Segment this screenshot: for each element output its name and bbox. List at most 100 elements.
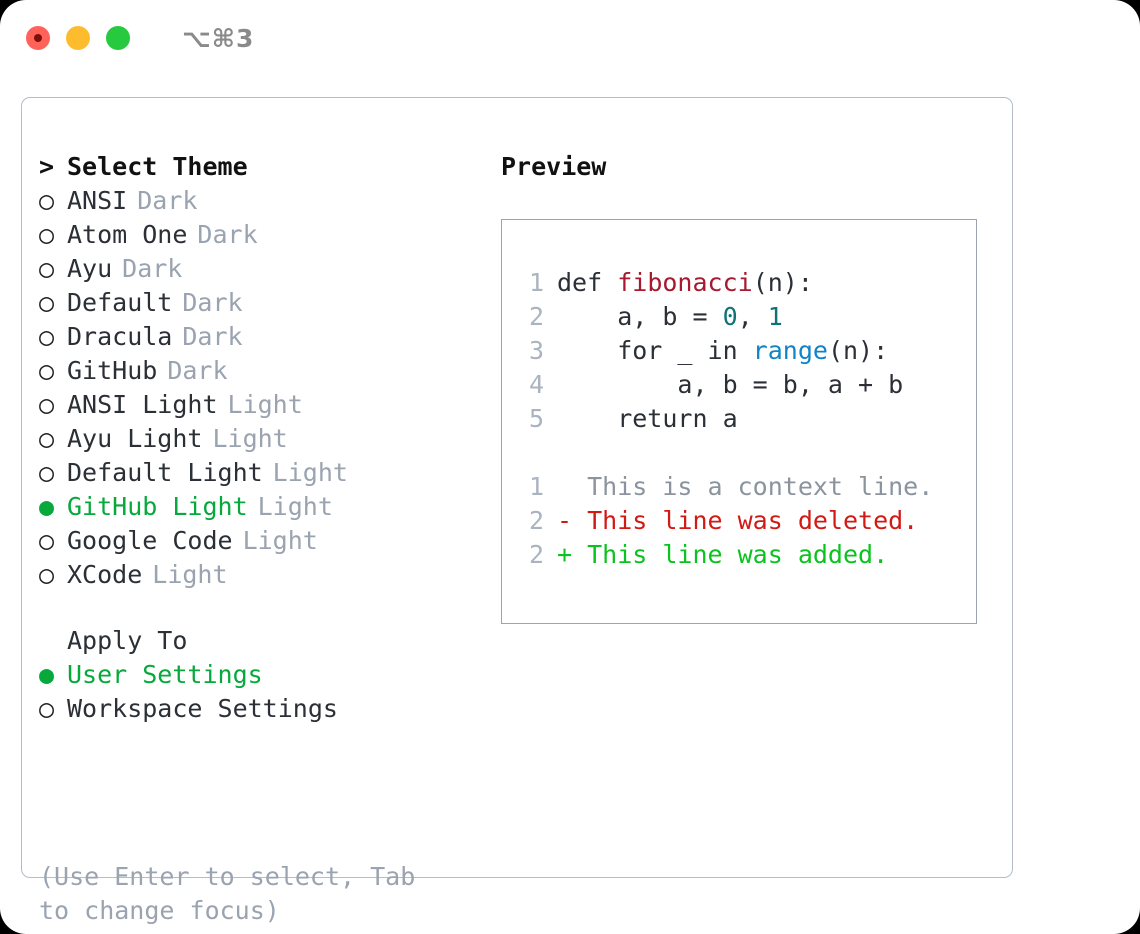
theme-option-label: Default xyxy=(67,288,173,317)
preview-title: Preview xyxy=(501,152,607,181)
caret-icon: > xyxy=(39,152,55,181)
theme-variant-badge: Light xyxy=(242,526,318,555)
code-token-plain: def xyxy=(557,268,618,297)
code-line-text: for _ in range(n): xyxy=(557,334,888,368)
diff-line-text: This line was added. xyxy=(587,540,889,569)
page-title: Select Theme xyxy=(67,152,248,181)
title-bar: ⌥⌘3 xyxy=(0,0,1140,76)
line-number: 5 xyxy=(528,404,544,433)
theme-list-header: > Select Theme xyxy=(39,150,469,184)
window-controls xyxy=(26,26,130,50)
radio-unselected-icon: ○ xyxy=(39,526,55,555)
diff-marker xyxy=(557,470,587,504)
theme-variant-badge: Dark xyxy=(167,356,228,385)
apply-to-label: Apply To xyxy=(67,626,188,655)
diff-line: 2- This line was deleted. xyxy=(514,504,933,538)
line-number: 3 xyxy=(528,336,544,365)
theme-variant-badge: Light xyxy=(212,424,288,453)
theme-option-label: XCode xyxy=(67,560,143,589)
code-token-num: 0 xyxy=(722,302,738,331)
radio-unselected-icon: ○ xyxy=(39,560,55,589)
theme-option-label: Ayu xyxy=(67,254,113,283)
apply-to-option-label: User Settings xyxy=(67,660,263,689)
code-token-plain: for _ in xyxy=(557,336,753,365)
code-line-text: return a xyxy=(557,402,738,436)
theme-variant-badge: Light xyxy=(227,390,303,419)
code-line-text: def fibonacci(n): xyxy=(557,266,813,300)
keyboard-hint: (Use Enter to select, Tab to change focu… xyxy=(39,862,416,925)
code-line: 5 return a xyxy=(514,402,933,436)
theme-option-label: Google Code xyxy=(67,526,233,555)
spacer-icon: ○ xyxy=(39,624,67,658)
code-token-plain: (n): xyxy=(827,336,889,365)
diff-line-text: This line was deleted. xyxy=(587,506,919,535)
code-line: 2 a, b = 0, 1 xyxy=(514,300,933,334)
theme-option-label: Dracula xyxy=(67,322,173,351)
line-number: 2 xyxy=(528,506,544,535)
code-token-plain: return a xyxy=(557,404,738,433)
line-number: 4 xyxy=(528,370,544,399)
keyboard-shortcut-label: ⌥⌘3 xyxy=(182,23,255,53)
radio-selected-icon: ● xyxy=(39,660,55,689)
code-token-plain: a, b = xyxy=(557,302,723,331)
close-button[interactable] xyxy=(26,26,50,50)
theme-variant-badge: Dark xyxy=(182,288,243,317)
line-number: 2 xyxy=(528,540,544,569)
radio-unselected-icon: ○ xyxy=(39,694,55,723)
diff-line: 1 This is a context line. xyxy=(514,470,933,504)
radio-unselected-icon: ○ xyxy=(39,254,55,283)
radio-unselected-icon: ○ xyxy=(39,322,55,351)
radio-unselected-icon: ○ xyxy=(39,424,55,453)
theme-option-github-light[interactable]: ● GitHub Light Light xyxy=(39,490,469,524)
theme-option-default[interactable]: ○ Default Dark xyxy=(39,286,469,320)
theme-option-google-code[interactable]: ○ Google Code Light xyxy=(39,524,469,558)
minimize-button[interactable] xyxy=(66,26,90,50)
apply-to-section: ○ Apply To ● User Settings ○Workspace Sett… xyxy=(39,624,469,726)
code-line-text: a, b = 0, 1 xyxy=(557,300,783,334)
diff-marker: - xyxy=(557,506,588,535)
line-number: 1 xyxy=(528,268,544,297)
theme-option-label: GitHub Light xyxy=(67,492,248,521)
line-number: 2 xyxy=(528,302,544,331)
theme-option-ayu[interactable]: ○ Ayu Dark xyxy=(39,252,469,286)
theme-variant-badge: Dark xyxy=(137,186,198,215)
theme-option-label: GitHub xyxy=(67,356,158,385)
code-line: 4 a, b = b, a + b xyxy=(514,368,933,402)
theme-option-label: Default Light xyxy=(67,458,263,487)
radio-unselected-icon: ○ xyxy=(39,220,55,249)
apply-to-options: ● User Settings ○Workspace Settings xyxy=(39,658,469,726)
diff-sample: 1 This is a context line.2- This line wa… xyxy=(514,470,933,572)
theme-variant-badge: Dark xyxy=(122,254,183,283)
zoom-button[interactable] xyxy=(106,26,130,50)
theme-option-xcode[interactable]: ○ XCode Light xyxy=(39,558,469,592)
diff-line: 2+ This line was added. xyxy=(514,538,933,572)
apply-to-option-user-settings[interactable]: ● User Settings xyxy=(39,658,469,692)
radio-unselected-icon: ○ xyxy=(39,390,55,419)
code-line: 3 for _ in range(n): xyxy=(514,334,933,368)
theme-variant-badge: Light xyxy=(152,560,228,589)
line-number: 1 xyxy=(528,472,544,501)
code-token-num: 1 xyxy=(767,302,783,331)
radio-selected-icon: ● xyxy=(39,492,55,521)
theme-option-label: Atom One xyxy=(67,220,188,249)
code-token-plain: a, b = b, a + b xyxy=(557,370,904,399)
theme-variant-badge: Light xyxy=(257,492,333,521)
radio-unselected-icon: ○ xyxy=(39,288,55,317)
code-token-call: range xyxy=(752,336,828,365)
radio-unselected-icon: ○ xyxy=(39,458,55,487)
apply-to-option-workspace-settings[interactable]: ○Workspace Settings xyxy=(39,692,469,726)
code-token-plain: (n): xyxy=(752,268,813,297)
